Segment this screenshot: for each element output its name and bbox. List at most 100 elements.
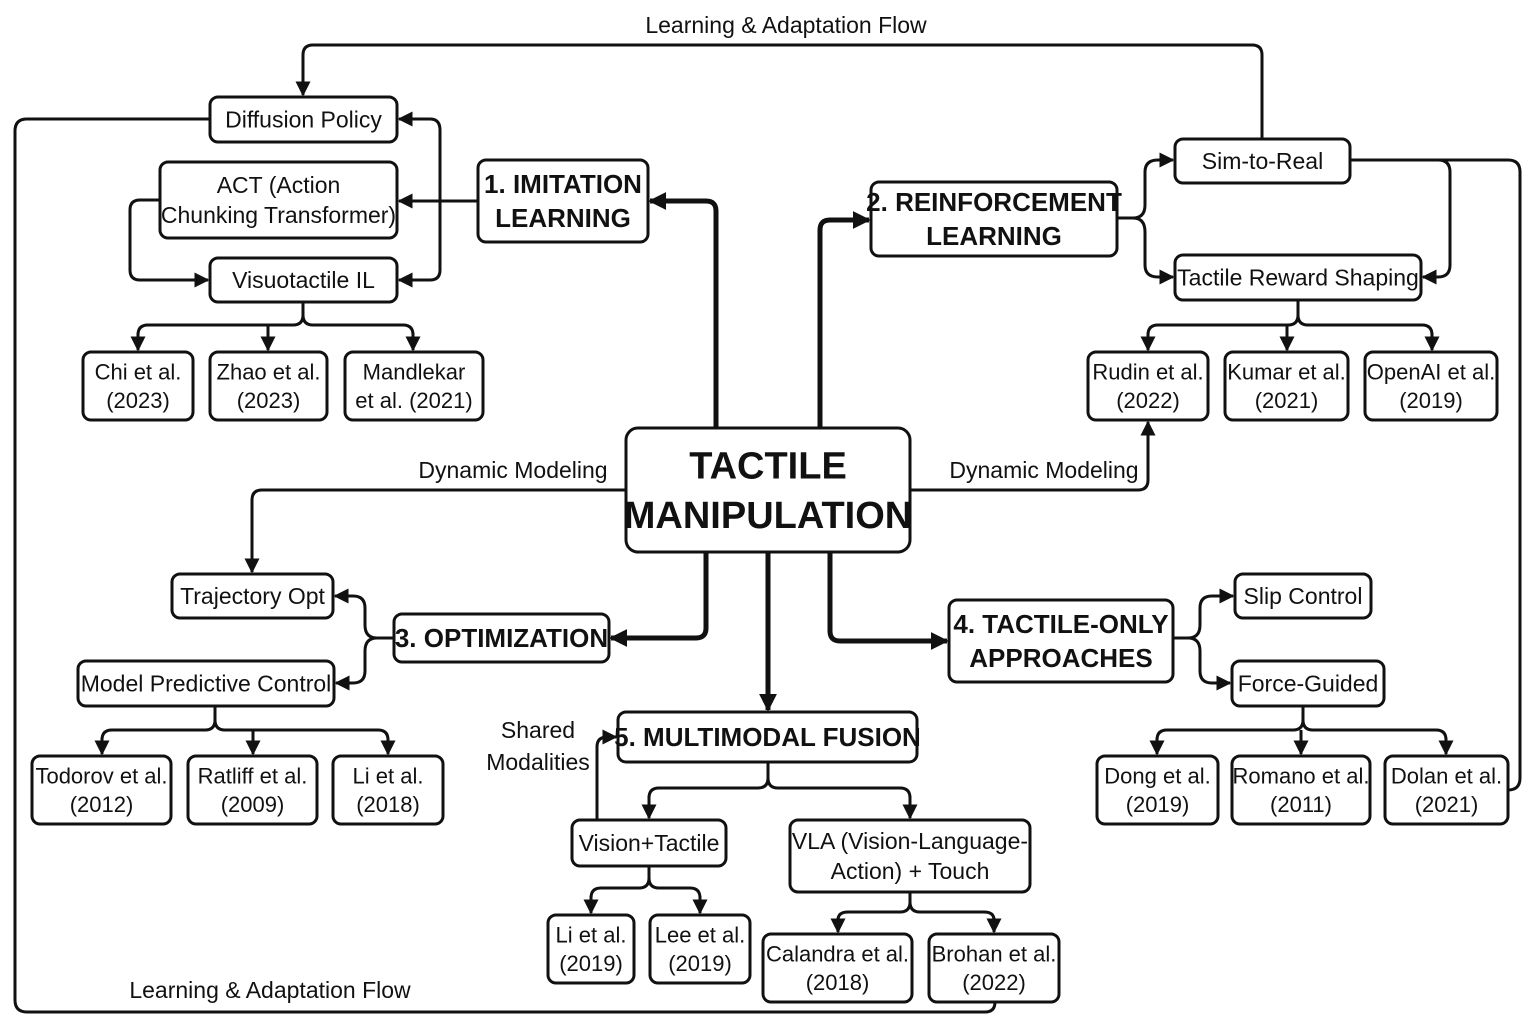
node-label: Vision+Tactile	[579, 830, 720, 856]
node-label: MANIPULATION	[624, 495, 913, 537]
node-label: (2011)	[1270, 792, 1332, 817]
node-label: Visuotactile IL	[232, 267, 375, 293]
node-box	[81, 350, 195, 422]
node-label: 2. REINFORCEMENT	[866, 187, 1122, 217]
edge-imitation-diffusion	[397, 111, 442, 201]
edge-vla-refs	[836, 892, 996, 921]
shared-modalities-label: Shared	[501, 717, 575, 743]
bottom-flow-label: Learning & Adaptation Flow	[129, 977, 411, 1003]
node-label: 4. TACTILE-ONLY	[953, 609, 1168, 639]
node-label: (2021)	[1415, 792, 1479, 817]
node-label: (2019)	[668, 951, 732, 976]
node-box	[1095, 754, 1220, 826]
shared-modalities-label-2: Modalities	[486, 749, 590, 775]
node-label: Rudin et al.	[1092, 359, 1203, 384]
node-label: (2019)	[1126, 792, 1190, 817]
node-label: Kumar et al.	[1227, 359, 1346, 384]
node-label: (2019)	[1399, 388, 1463, 413]
node-label: Trajectory Opt	[180, 583, 325, 609]
node-label: Calandra et al.	[766, 941, 909, 966]
node-multimodal: 5. MULTIMODAL FUSION	[614, 710, 921, 764]
node-box	[1086, 350, 1210, 422]
edge-left-loop	[13, 117, 997, 1014]
node-label: (2022)	[1116, 388, 1180, 413]
node-box	[869, 180, 1119, 258]
node-box	[616, 710, 919, 764]
node-ratliff: Ratliff et al.(2009)	[186, 754, 319, 826]
node-label: (2019)	[559, 951, 623, 976]
node-box	[648, 913, 752, 985]
edge-multimodal-branches	[647, 762, 912, 799]
node-label: (2018)	[806, 970, 870, 995]
node-todorov: Todorov et al.(2012)	[30, 754, 173, 826]
node-label: Tactile Reward Shaping	[1177, 265, 1419, 291]
node-label: et al. (2021)	[355, 388, 472, 413]
node-force: Force-Guided	[1230, 659, 1386, 708]
edge-right-loop	[1350, 158, 1522, 792]
node-box	[1223, 350, 1350, 422]
node-box	[570, 818, 728, 868]
node-label: Brohan et al.	[932, 941, 1057, 966]
edge-opt-mpc	[334, 636, 378, 691]
node-box	[546, 913, 636, 985]
edges	[13, 43, 1522, 1014]
node-box	[1173, 137, 1352, 185]
edge-dynamic-left	[244, 488, 626, 574]
edge-act-visuotactile	[128, 198, 210, 288]
node-label: LEARNING	[495, 203, 631, 233]
node-box	[947, 598, 1175, 684]
node-box	[624, 426, 912, 554]
node-kumar: Kumar et al. (2021)	[1223, 350, 1350, 422]
node-label: Zhao et al.	[217, 359, 321, 384]
node-reward: Tactile Reward Shaping	[1173, 253, 1423, 302]
node-rudin: Rudin et al. (2022)	[1086, 350, 1210, 422]
node-li2019: Li et al. (2019)	[546, 913, 636, 985]
node-openai: OpenAI et al. (2019)	[1363, 350, 1499, 422]
node-vision-tactile: Vision+Tactile	[570, 818, 728, 868]
node-calandra: Calandra et al. (2018)	[761, 932, 914, 1004]
node-box	[208, 350, 329, 422]
node-zhao: Zhao et al.(2023)	[208, 350, 329, 422]
node-label: Todorov et al.	[35, 763, 167, 788]
node-label: Romano et al.	[1233, 763, 1370, 788]
node-box	[186, 754, 319, 826]
node-sim2real: Sim-to-Real	[1173, 137, 1352, 185]
node-box	[158, 160, 399, 240]
node-mpc: Model Predictive Control	[76, 659, 336, 708]
node-box	[1233, 572, 1373, 620]
node-label: OpenAI et al.	[1367, 359, 1495, 384]
node-vla: VLA (Vision-Language-Action) + Touch	[788, 818, 1032, 894]
node-label: Li et al.	[353, 763, 424, 788]
node-label: (2021)	[1255, 388, 1319, 413]
node-dong: Dong et al. (2019)	[1095, 754, 1220, 826]
edge-mpc-refs	[100, 706, 390, 741]
edge-visuotactile-refs	[136, 302, 415, 336]
node-box	[476, 158, 650, 244]
flow-labels: Learning & Adaptation Flow Learning & Ad…	[129, 12, 1138, 1003]
node-optimization: 3. OPTIMIZATION	[392, 612, 611, 664]
node-label: (2022)	[962, 970, 1026, 995]
edge-opt-trajopt	[333, 588, 394, 640]
node-box	[927, 932, 1061, 1004]
node-label: Chi et al.	[95, 359, 182, 384]
node-box	[76, 659, 336, 708]
node-box	[1230, 659, 1386, 708]
edge-force-refs	[1155, 706, 1448, 741]
node-label: Model Predictive Control	[81, 671, 332, 697]
node-label: Li et al.	[556, 922, 627, 947]
node-label: Dong et al.	[1104, 763, 1210, 788]
node-box	[343, 350, 485, 422]
node-label: APPROACHES	[969, 643, 1152, 673]
edge-center-tactile-only	[827, 552, 949, 650]
edge-sim2real-reward	[1350, 158, 1452, 285]
node-label: ACT (Action	[217, 172, 341, 198]
node-dolan: Dolan et al.(2021)	[1383, 754, 1510, 826]
node-label: 3. OPTIMIZATION	[395, 623, 608, 653]
node-box	[208, 95, 399, 144]
